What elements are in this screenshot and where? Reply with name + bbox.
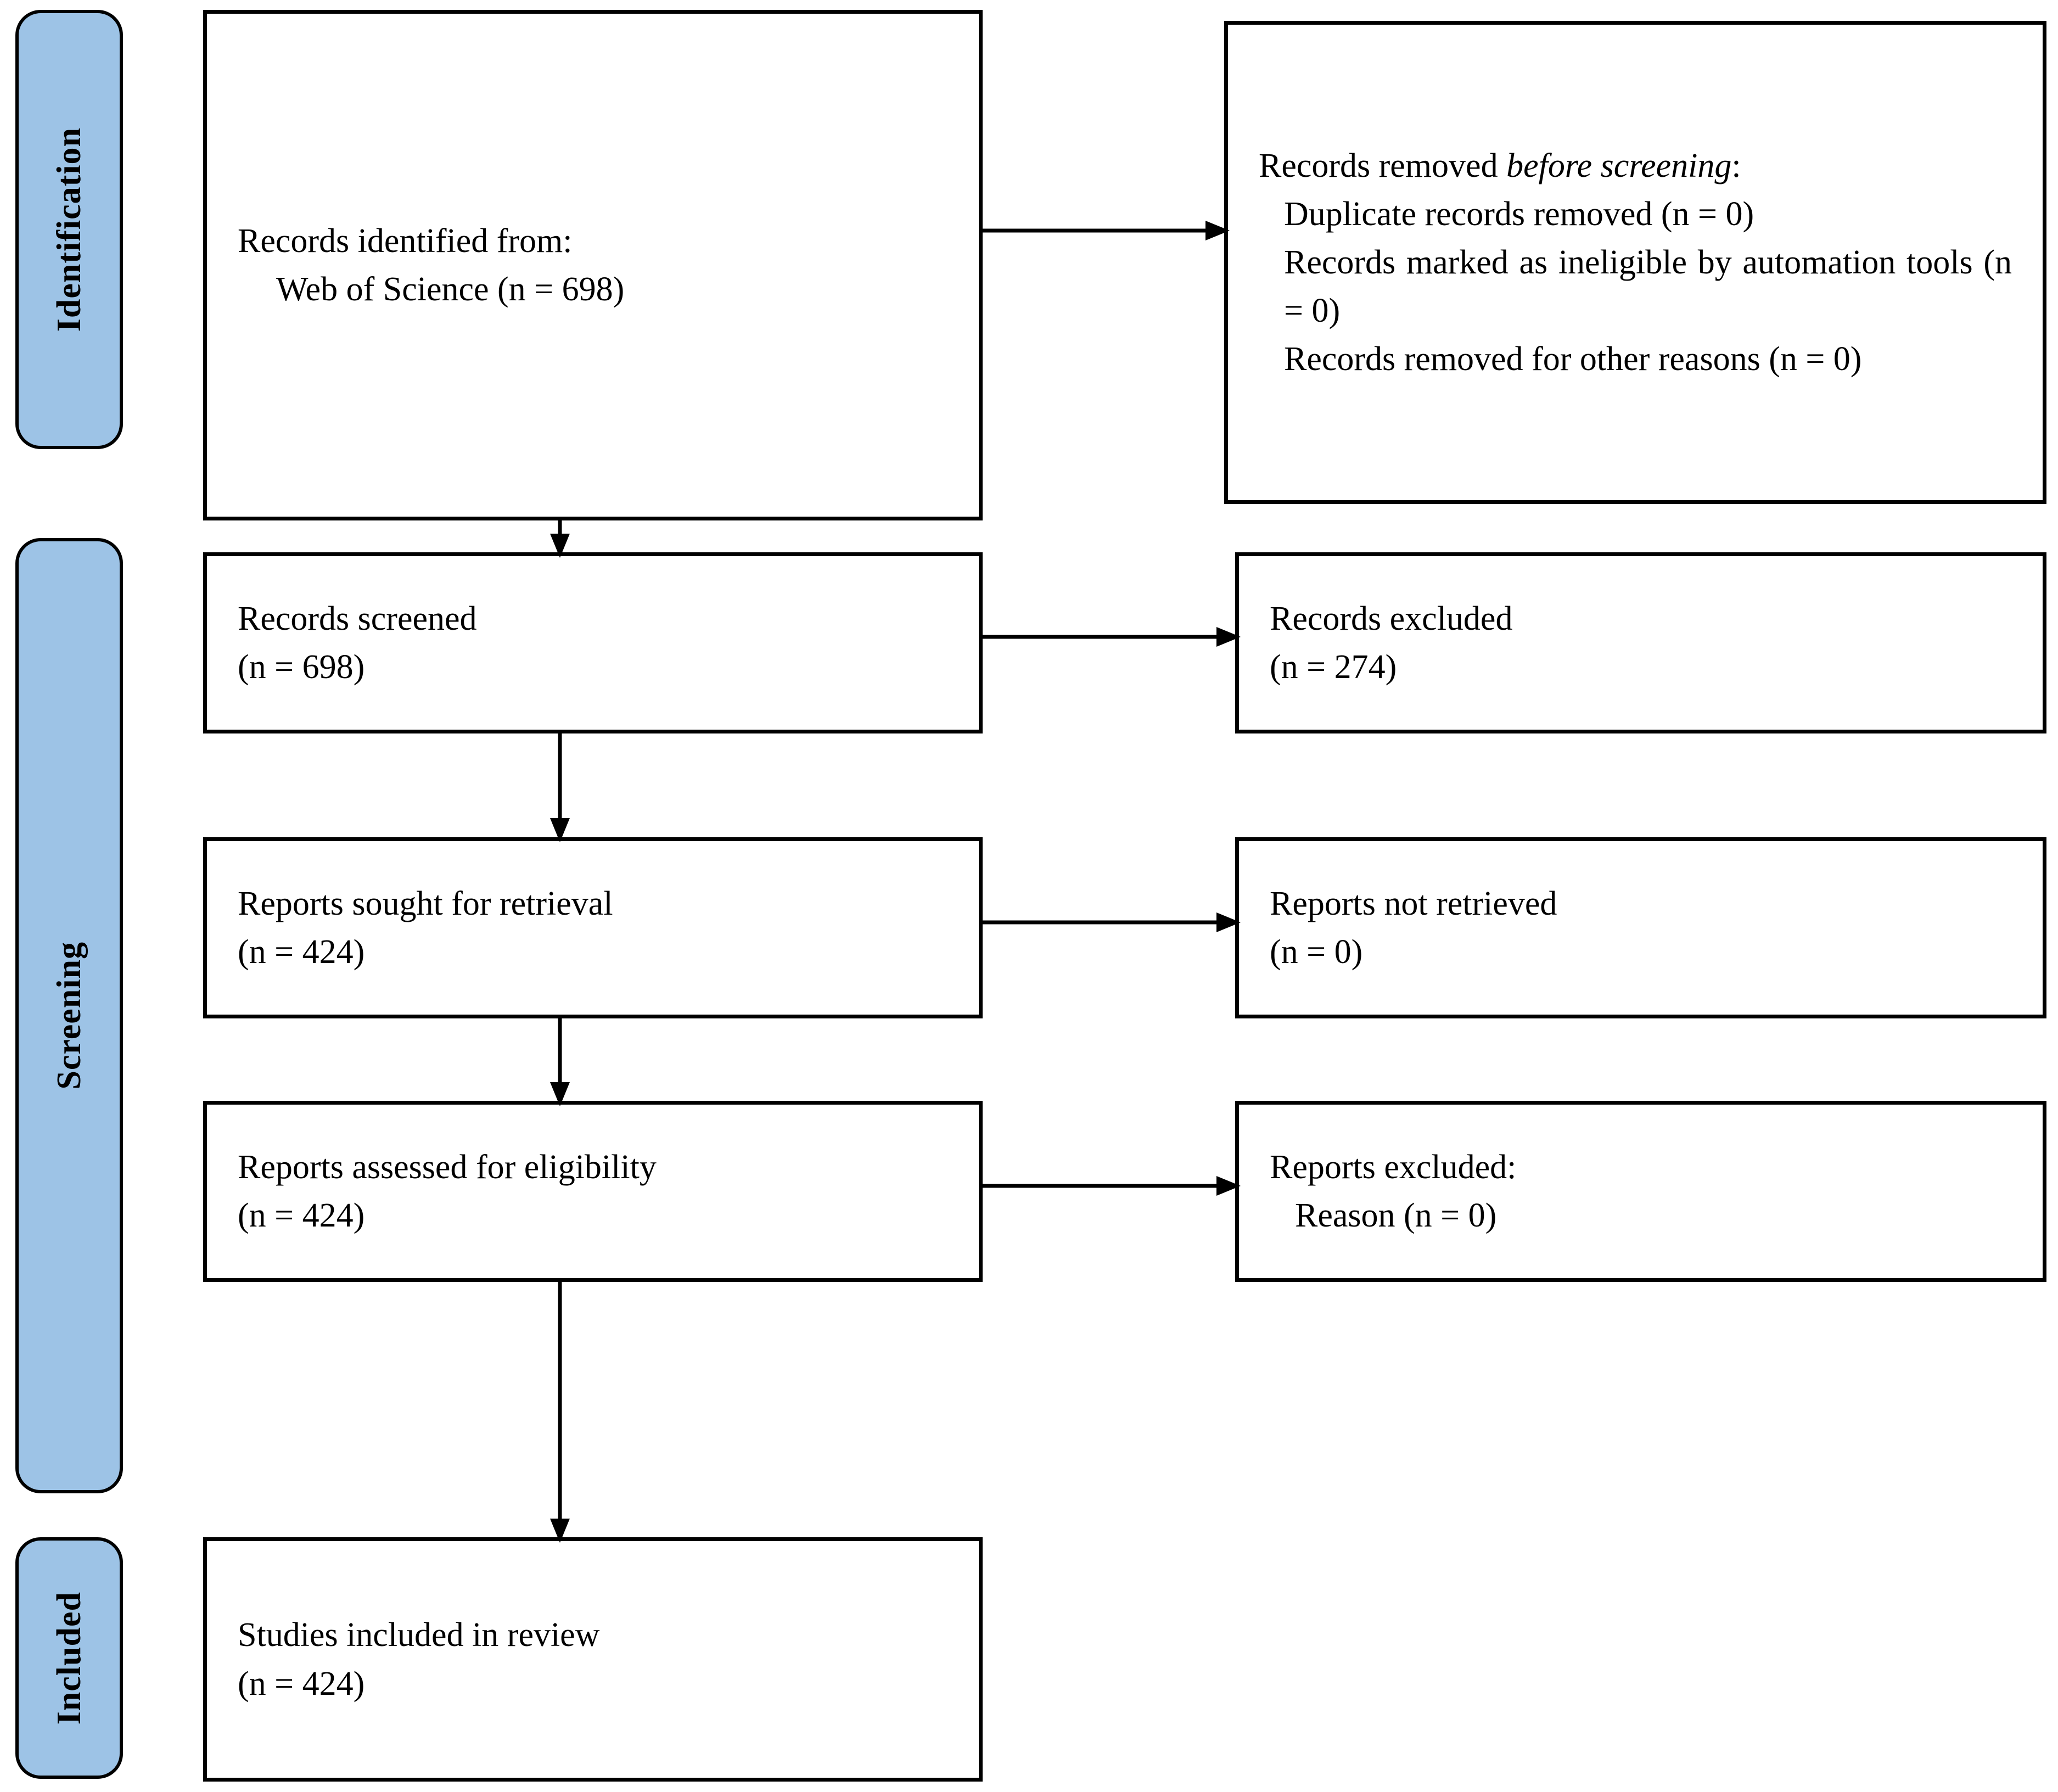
stage-bar-included: Included (15, 1537, 123, 1779)
records-screened-count: (n = 698) (238, 648, 365, 686)
arrow-sought-to-not-retrieved-icon (983, 911, 1241, 933)
studies-included-label: Studies included in review (238, 1616, 600, 1654)
reports-assessed-label: Reports assessed for eligibility (238, 1148, 657, 1186)
arrow-sought-to-assessed-icon (549, 1018, 571, 1106)
box-records-screened: Records screened (n = 698) (203, 552, 983, 733)
box-studies-included-in-review: Studies included in review (n = 424) (203, 1537, 983, 1782)
records-removed-heading: Records removed before screening: (1259, 142, 2012, 190)
box-records-excluded: Records excluded (n = 274) (1235, 552, 2046, 733)
records-removed-heading-suffix: : (1731, 147, 1741, 184)
records-identified-source: Web of Science (n = 698) (276, 271, 625, 308)
box-reports-excluded: Reports excluded: Reason (n = 0) (1235, 1101, 2046, 1282)
duplicate-records-removed: Duplicate records removed (n = 0) (1284, 195, 1754, 233)
arrow-screened-to-excluded-icon (983, 626, 1241, 648)
stage-bar-screening: Screening (15, 538, 123, 1493)
records-excluded-count: (n = 274) (1270, 648, 1397, 686)
records-excluded-label: Records excluded (1270, 600, 1513, 637)
stage-label-screening: Screening (50, 942, 88, 1090)
reports-sought-label: Reports sought for retrieval (238, 884, 613, 922)
arrow-identified-to-screened-icon (549, 520, 571, 558)
records-removed-heading-prefix: Records removed (1259, 147, 1507, 184)
arrow-assessed-to-included-icon (549, 1282, 571, 1543)
arrow-screened-to-sought-icon (549, 733, 571, 842)
arrow-identified-to-removed-icon (983, 220, 1230, 242)
records-removed-other-reasons: Records removed for other reasons (n = 0… (1284, 340, 1862, 378)
reports-excluded-label: Reports excluded: (1270, 1148, 1517, 1186)
box-records-removed-before-screening: Records removed before screening: Duplic… (1224, 21, 2046, 504)
records-removed-heading-italic: before screening (1506, 147, 1732, 184)
reports-not-retrieved-label: Reports not retrieved (1270, 884, 1557, 922)
records-identified-line1: Records identified from: (238, 222, 573, 260)
reports-excluded-reason: Reason (n = 0) (1295, 1197, 1497, 1234)
stage-bar-identification: Identification (15, 10, 123, 449)
box-reports-assessed-for-eligibility: Reports assessed for eligibility (n = 42… (203, 1101, 983, 1282)
arrow-assessed-to-reports-excluded-icon (983, 1175, 1241, 1197)
stage-label-included: Included (50, 1591, 88, 1725)
box-reports-not-retrieved: Reports not retrieved (n = 0) (1235, 837, 2046, 1018)
box-records-identified: Records identified from: Web of Science … (203, 10, 983, 520)
records-marked-ineligible: Records marked as ineligible by automati… (1284, 243, 2012, 330)
studies-included-count: (n = 424) (238, 1665, 365, 1703)
reports-not-retrieved-count: (n = 0) (1270, 933, 1363, 971)
box-reports-sought-for-retrieval: Reports sought for retrieval (n = 424) (203, 837, 983, 1018)
records-screened-label: Records screened (238, 600, 477, 637)
stage-label-identification: Identification (50, 127, 88, 332)
reports-sought-count: (n = 424) (238, 933, 365, 971)
reports-assessed-count: (n = 424) (238, 1197, 365, 1234)
